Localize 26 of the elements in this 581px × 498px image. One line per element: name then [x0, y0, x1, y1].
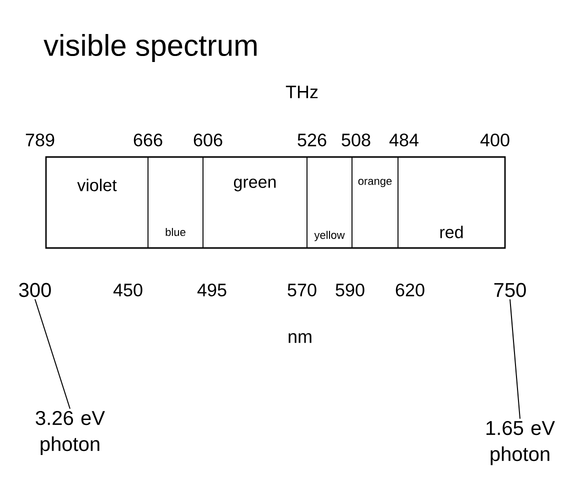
- color-band: blue: [148, 156, 204, 248]
- leader-line: [34, 298, 70, 410]
- tick-label: 590: [336, 284, 364, 296]
- tick-label: 508: [342, 134, 370, 146]
- tick-label: 750: [494, 282, 526, 298]
- energy-label: 1.65 eV photon: [486, 420, 555, 466]
- color-band: yellow: [306, 156, 352, 248]
- color-band: orange: [352, 156, 398, 248]
- color-band: red: [398, 156, 506, 248]
- tick-label: 789: [26, 134, 54, 146]
- tick-label: 484: [389, 134, 418, 146]
- tick-label: 450: [113, 284, 142, 296]
- tick-label: 526: [298, 134, 326, 146]
- unit-label: nm: [288, 333, 312, 343]
- tick-label: 495: [197, 284, 226, 296]
- unit-label: THz: [286, 86, 318, 98]
- title: visible spectrum: [44, 34, 257, 62]
- color-band: violet: [46, 156, 148, 248]
- tick-label: 666: [134, 134, 162, 146]
- energy-label: 3.26 eV photon: [36, 410, 105, 456]
- tick-label: 606: [194, 134, 222, 146]
- tick-label: 620: [396, 284, 424, 296]
- leader-line: [510, 298, 520, 420]
- color-band: green: [202, 156, 308, 248]
- tick-label: 300: [19, 282, 51, 298]
- tick-label: 570: [288, 284, 316, 296]
